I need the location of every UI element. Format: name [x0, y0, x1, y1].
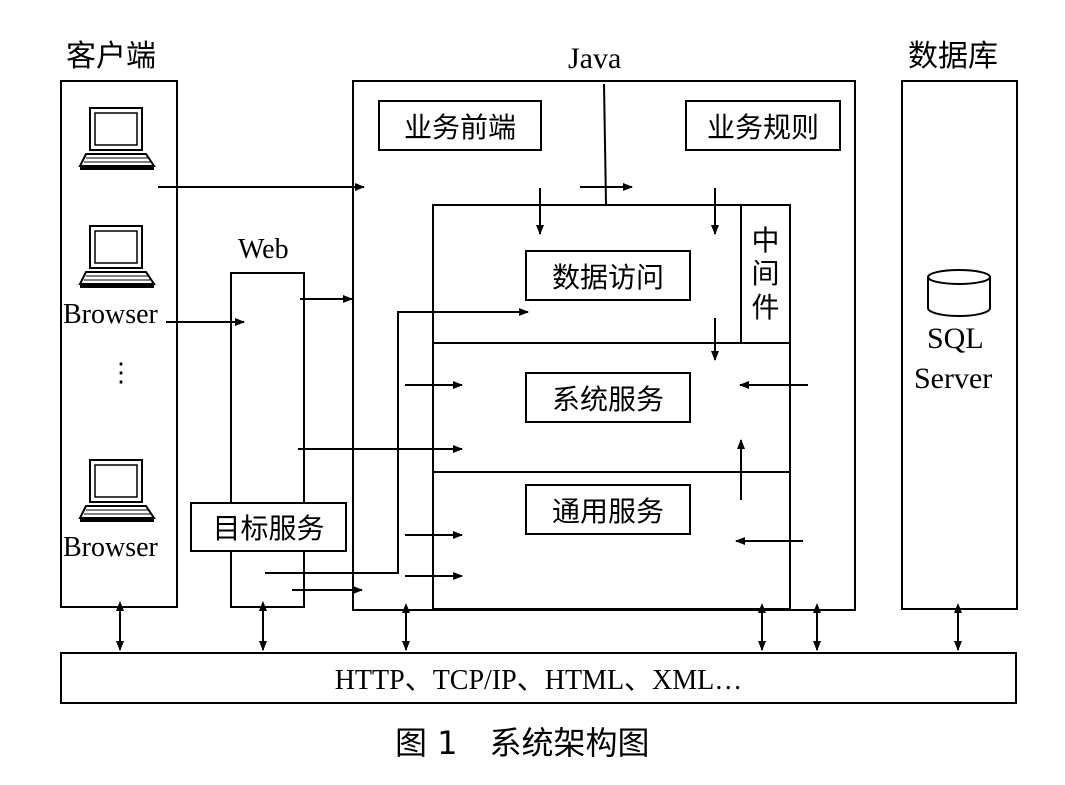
- web-panel: [230, 272, 305, 608]
- middleware-char: 中: [751, 224, 780, 258]
- data-access-label: 数据访问: [551, 260, 664, 294]
- client-title: 客户端: [66, 39, 156, 74]
- figure-caption: 图 1 系统架构图: [395, 724, 650, 762]
- general-service-box: 通用服务: [525, 484, 691, 535]
- general-service-label: 通用服务: [551, 494, 664, 528]
- data-access-box: 数据访问: [525, 250, 691, 301]
- middleware-char: 间: [751, 257, 780, 291]
- middleware-char: 件: [751, 290, 780, 324]
- sql-label: SQL: [927, 322, 984, 355]
- computer-icon: [78, 459, 156, 522]
- computer-icon: [78, 107, 156, 170]
- system-service-label: 系统服务: [551, 382, 664, 416]
- java-title: Java: [568, 42, 622, 75]
- computer-icon: [78, 225, 156, 288]
- business-frontend-label: 业务前端: [403, 110, 516, 144]
- business-rules-label: 业务规则: [706, 110, 819, 144]
- target-service-label: 目标服务: [212, 512, 325, 545]
- database-title: 数据库: [908, 39, 998, 74]
- services-block: [432, 204, 791, 610]
- target-service-box: 目标服务: [190, 502, 347, 552]
- browser-label: Browser: [63, 532, 158, 563]
- protocol-bar: HTTP、TCP/IP、HTML、XML…: [60, 652, 1017, 704]
- system-service-box: 系统服务: [525, 372, 691, 423]
- business-rules-box: 业务规则: [685, 100, 841, 151]
- ellipsis-dots: ⋮: [108, 358, 134, 387]
- server-label: Server: [914, 362, 993, 395]
- java-container: [352, 80, 856, 611]
- browser-label: Browser: [63, 299, 158, 330]
- database-cylinder-icon: [927, 269, 991, 317]
- web-title: Web: [238, 234, 289, 265]
- protocol-label: HTTP、TCP/IP、HTML、XML…: [334, 665, 743, 696]
- business-frontend-box: 业务前端: [378, 100, 542, 151]
